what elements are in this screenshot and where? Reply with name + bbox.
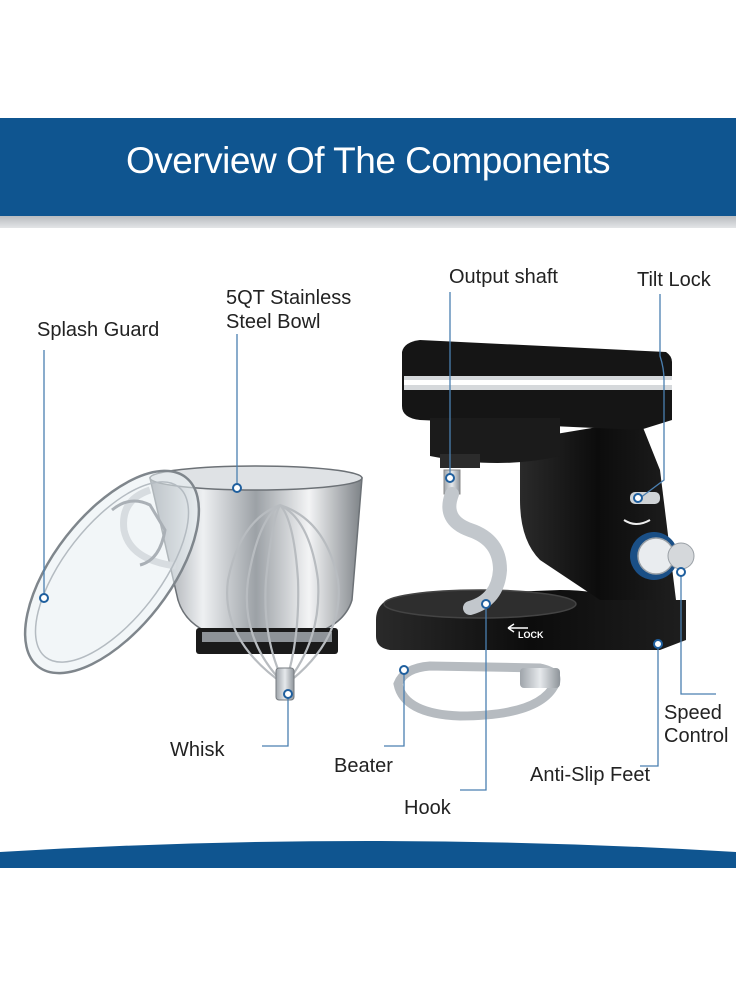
- label-speed-line1: Speed: [664, 702, 722, 724]
- leader-lines: [43, 292, 716, 791]
- steel-bowl: [120, 465, 363, 654]
- flat-beater: [393, 661, 561, 721]
- mixer-base: LOCK: [376, 589, 686, 650]
- page-title: Overview Of The Components: [126, 140, 610, 181]
- footer-wave: [0, 841, 736, 868]
- splash-guard: [23, 469, 201, 675]
- whisk: [226, 503, 340, 701]
- header-banner: [0, 118, 736, 218]
- label-bowl-line1: 5QT Stainless: [226, 287, 352, 309]
- lock-indicator-text: LOCK: [518, 630, 544, 640]
- label-beater: Beater: [334, 755, 393, 777]
- speed-control-knob: [630, 532, 695, 580]
- label-tilt-lock: Tilt Lock: [637, 269, 711, 291]
- label-bowl-line2: Steel Bowl: [226, 311, 321, 333]
- callout-dots: [39, 473, 686, 699]
- dough-hook: [442, 469, 508, 615]
- label-splash-guard: Splash Guard: [37, 319, 160, 341]
- label-hook: Hook: [404, 797, 451, 819]
- label-output-shaft: Output shaft: [449, 266, 558, 288]
- label-speed-line2: Control: [664, 725, 729, 747]
- label-whisk: Whisk: [170, 739, 225, 761]
- label-anti-slip-feet: Anti-Slip Feet: [530, 764, 651, 786]
- header-shadow: [0, 216, 736, 228]
